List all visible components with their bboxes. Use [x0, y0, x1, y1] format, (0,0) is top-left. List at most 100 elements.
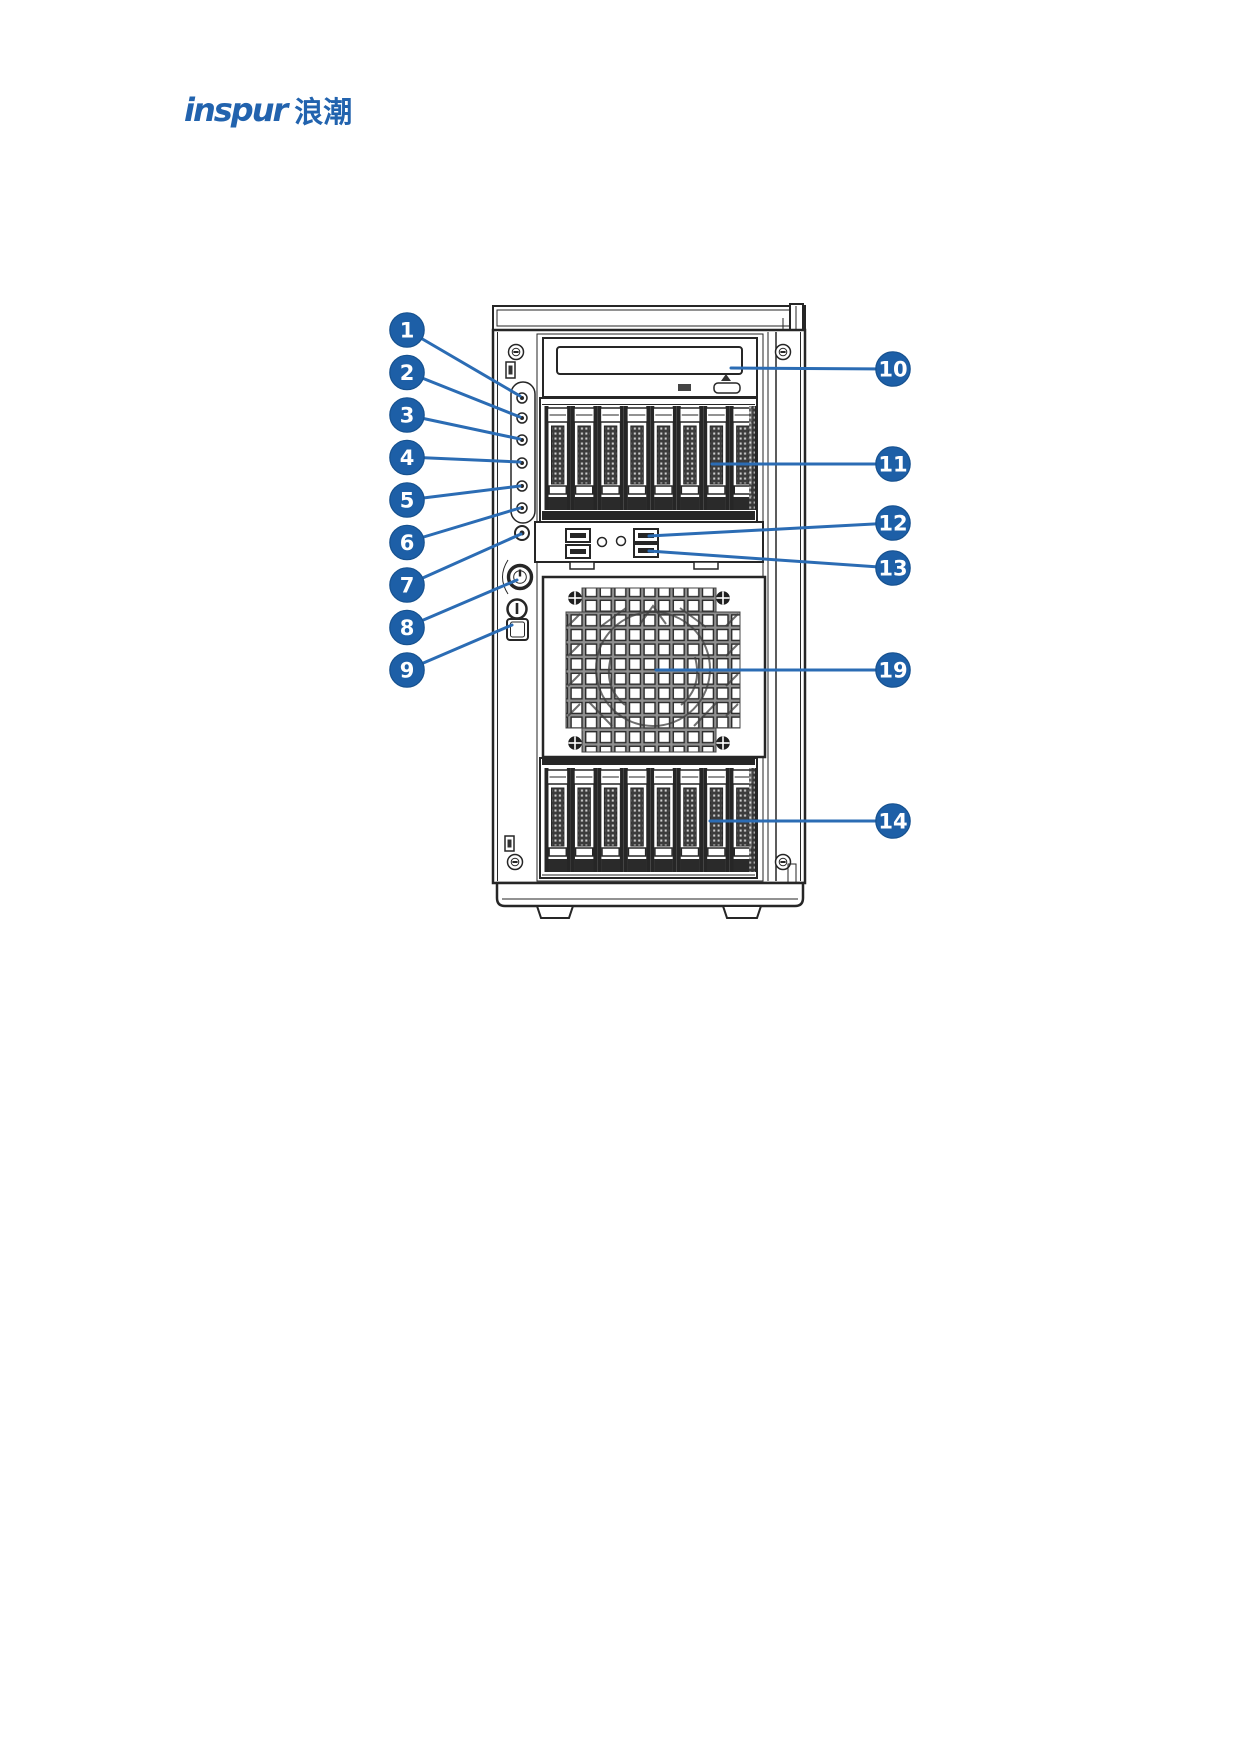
- led-indicators: [510, 381, 536, 524]
- fan-screw-tl: [567, 590, 583, 606]
- drive-tray[interactable]: [623, 767, 651, 873]
- drive-tray[interactable]: [676, 767, 704, 873]
- callout-number: 13: [878, 557, 907, 581]
- callout-number: 7: [400, 574, 415, 598]
- callout-circle: [389, 567, 425, 603]
- callout-circle: [875, 652, 911, 688]
- callout-badge-1: 1: [389, 312, 425, 348]
- drive-tray[interactable]: [649, 767, 678, 873]
- callout-badge-6: 6: [389, 524, 425, 561]
- server-tower-drawing: [491, 303, 807, 919]
- screw-top-left: [507, 343, 525, 361]
- drive-tray[interactable]: [623, 405, 651, 511]
- screw-bottom-left: [506, 853, 524, 871]
- drive-tray[interactable]: [596, 767, 625, 873]
- screw-top-right: [774, 343, 792, 361]
- callout-number: 6: [400, 531, 415, 555]
- fan-grill: [541, 575, 767, 759]
- callout-number: 5: [400, 489, 415, 513]
- callout-badge-8: 8: [389, 609, 425, 646]
- drive-tray[interactable]: [543, 767, 572, 873]
- callout-badge-19: 19: [875, 652, 911, 688]
- callout-line-13: [647, 549, 895, 570]
- drive-tray[interactable]: [596, 405, 625, 511]
- callout-line-1: [405, 328, 522, 398]
- usb-port-left-top[interactable]: [565, 528, 591, 543]
- callout-line-3: [405, 413, 522, 441]
- top-drive-cage[interactable]: [539, 397, 758, 523]
- callout-badge-9: 9: [389, 652, 425, 688]
- callout-circle: [389, 312, 425, 348]
- drive-tray[interactable]: [570, 767, 599, 873]
- drive-tray[interactable]: [676, 405, 704, 511]
- callout-number: 8: [400, 616, 415, 640]
- audio-jack-2[interactable]: [615, 535, 627, 547]
- callout-number: 19: [878, 659, 907, 683]
- optical-drive[interactable]: [542, 337, 758, 398]
- callout-badge-2: 2: [389, 354, 425, 391]
- panel-tab-right: [693, 561, 719, 570]
- callout-line-9: [405, 623, 514, 672]
- audio-jack-1[interactable]: [596, 536, 608, 548]
- callout-badge-13: 13: [875, 550, 911, 586]
- callout-circle: [389, 439, 425, 476]
- drive-tray[interactable]: [543, 405, 572, 511]
- inspur-wordmark: inspur: [184, 91, 288, 129]
- power-icon: [518, 569, 522, 577]
- fan-screw-bl: [567, 735, 583, 751]
- foot-left: [535, 905, 575, 919]
- callout-badge-5: 5: [389, 482, 425, 518]
- callout-line-10: [729, 366, 895, 371]
- callout-circle: [389, 524, 425, 561]
- callout-number: 2: [400, 361, 415, 385]
- drive-tray[interactable]: [570, 405, 599, 511]
- inspur-cjk-wordmark: 浪潮: [294, 95, 353, 129]
- callout-number: 3: [400, 404, 415, 428]
- fan-screw-br: [715, 735, 731, 751]
- callout-line-12: [647, 521, 895, 538]
- cage-top-band: [542, 759, 755, 765]
- callout-number: 14: [878, 810, 907, 834]
- drive-tray[interactable]: [649, 405, 678, 511]
- callout-badge-12: 12: [875, 505, 911, 541]
- bottom-drive-cage[interactable]: [539, 757, 758, 879]
- callout-badge-11: 11: [875, 446, 911, 482]
- callout-circle: [389, 397, 425, 433]
- inspur-logo: inspur 浪潮: [184, 91, 353, 129]
- eject-icon: [721, 374, 731, 381]
- key-lock[interactable]: [506, 598, 529, 641]
- front-io-panel: [534, 521, 764, 570]
- keyhole: [515, 603, 519, 614]
- drive-tray[interactable]: [702, 405, 731, 511]
- callout-badges: 1 2 3 4 5 6 7: [389, 312, 911, 839]
- callout-circle: [875, 550, 911, 586]
- callout-badge-14: 14: [875, 803, 911, 839]
- foot-right: [721, 905, 763, 919]
- callout-circle: [875, 803, 911, 839]
- callout-line-7: [405, 532, 523, 587]
- fan-screw-tr: [715, 590, 731, 606]
- callout-badge-3: 3: [389, 397, 425, 433]
- callout-number: 9: [400, 659, 415, 683]
- callout-number: 1: [400, 319, 415, 343]
- callout-circle: [389, 609, 425, 646]
- callout-line-4: [405, 455, 522, 464]
- disc-tray: [556, 346, 743, 375]
- callout-circle: [875, 351, 911, 387]
- power-recess: [502, 559, 509, 595]
- callout-number: 12: [878, 512, 907, 536]
- eject-button[interactable]: [713, 382, 741, 394]
- callout-number: 11: [878, 453, 907, 477]
- callout-line-8: [405, 578, 519, 629]
- callout-line-6: [405, 506, 522, 544]
- callout-lines: [405, 328, 895, 823]
- callout-badge-10: 10: [875, 351, 911, 387]
- callout-badge-4: 4: [389, 439, 425, 476]
- activity-indicator: [678, 384, 691, 391]
- cage-bottom-band: [542, 511, 755, 520]
- callout-circle: [389, 482, 425, 518]
- callout-circle: [389, 652, 425, 688]
- callout-line-5: [405, 484, 522, 502]
- usb-port-left-bottom[interactable]: [565, 544, 591, 559]
- callout-number: 4: [400, 446, 415, 470]
